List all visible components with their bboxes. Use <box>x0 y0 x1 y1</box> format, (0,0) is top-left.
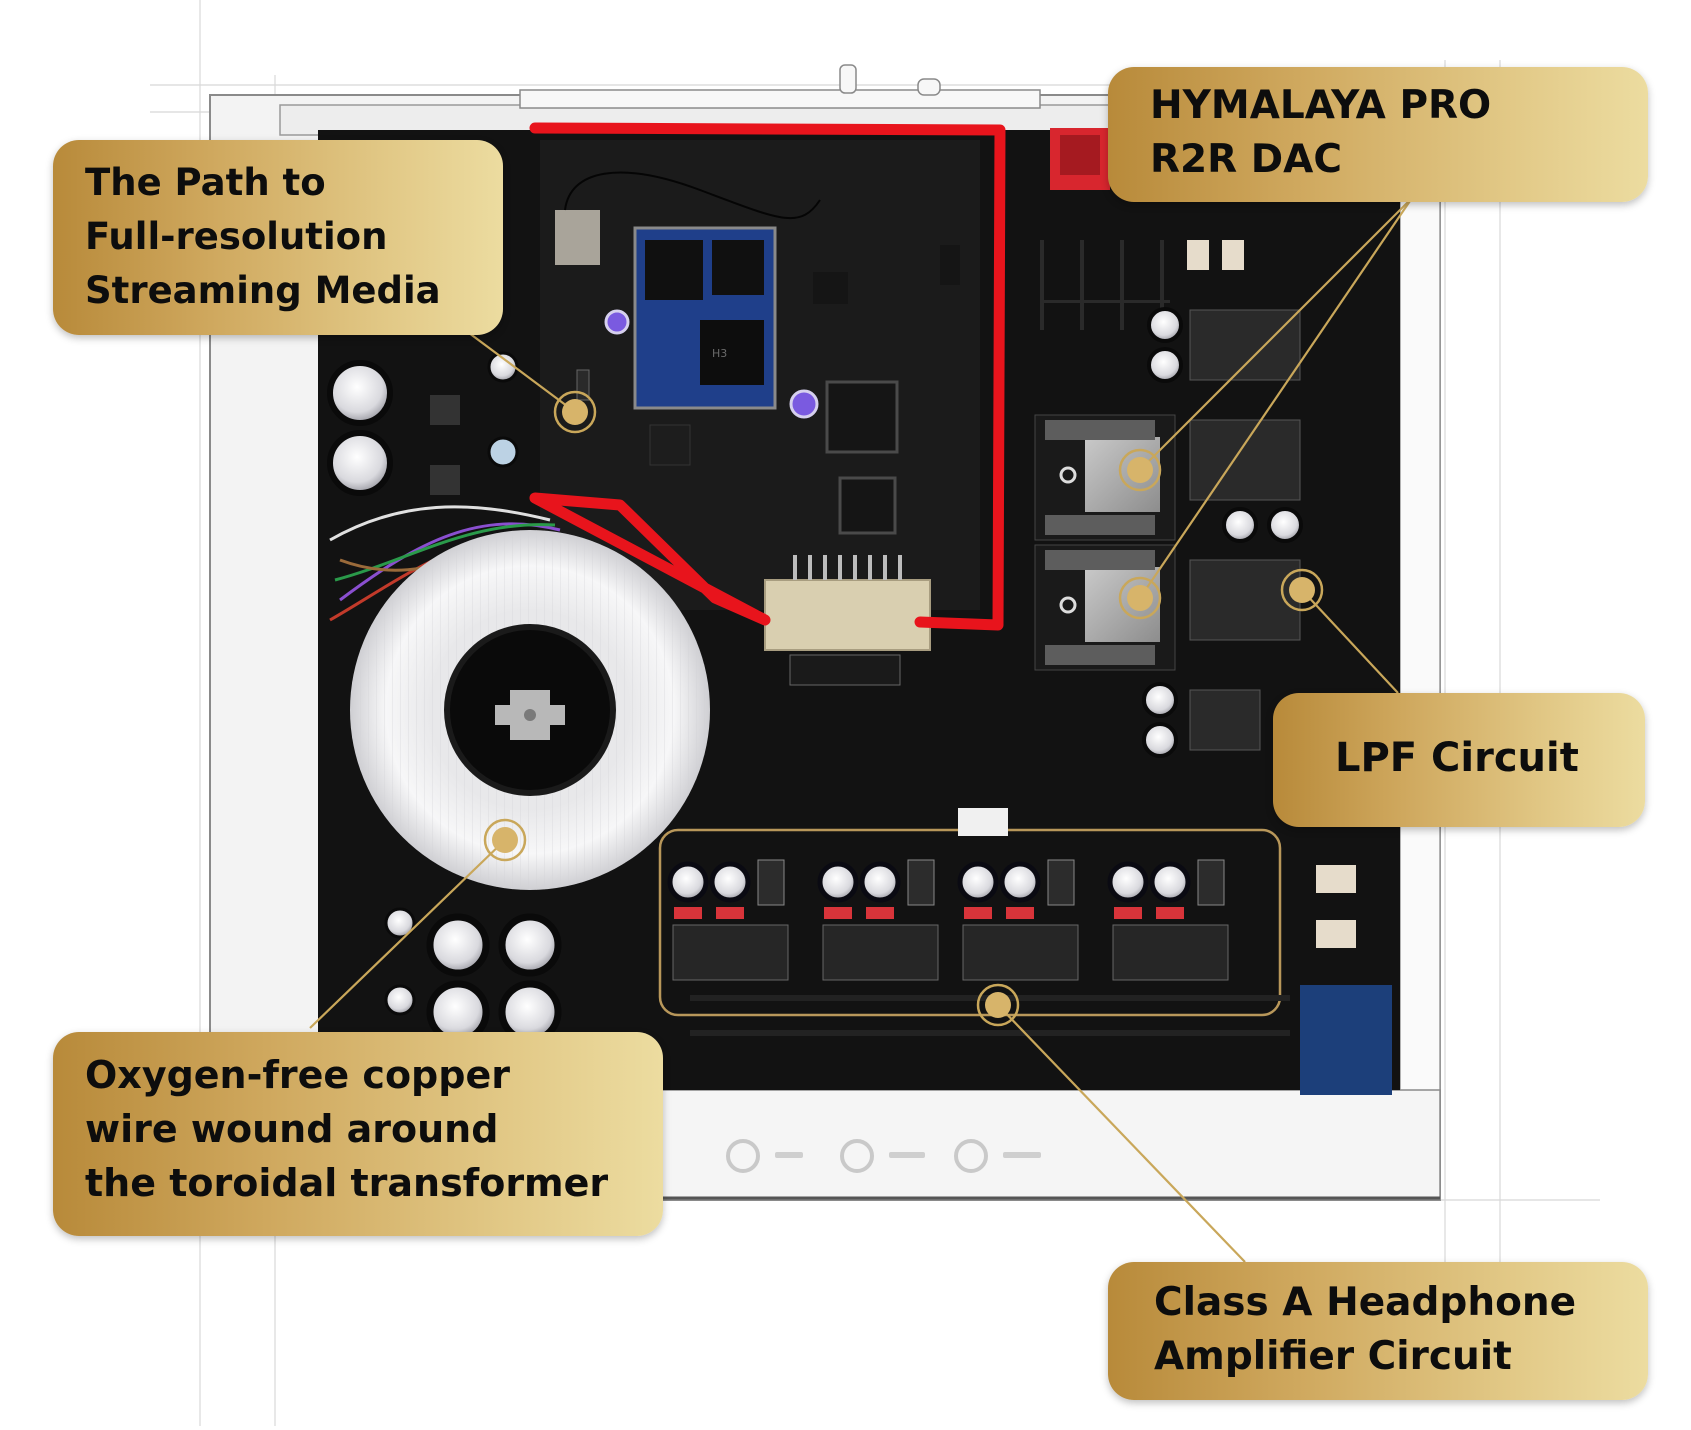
callout-headphone-line-2: Amplifier Circuit <box>1154 1334 1512 1379</box>
amp-opamp <box>1197 859 1225 906</box>
blue-component <box>1300 985 1392 1095</box>
front-button-2 <box>840 1139 874 1173</box>
amp-capacitor <box>709 861 751 903</box>
pcb-dot-texture <box>1040 240 1170 330</box>
callout-copper-line-2: wire wound around <box>85 1107 499 1151</box>
callout-leader-lines <box>309 197 1413 1263</box>
front-panel-buttons <box>726 1139 1041 1173</box>
wifi-module <box>555 210 600 265</box>
power-supply-capacitors <box>327 351 562 1044</box>
callout-streaming-line-3: Streaming Media <box>85 269 441 312</box>
amp-red-film-cap <box>1006 907 1034 919</box>
amp-red-film-cap <box>716 907 744 919</box>
amp-smd-cluster <box>962 924 1079 981</box>
front-button-1-label <box>775 1152 803 1158</box>
amp-capacitor <box>667 861 709 903</box>
amp-channels <box>667 859 1229 981</box>
amp-capacitor <box>1107 861 1149 903</box>
amp-red-film-cap <box>964 907 992 919</box>
amp-red-film-cap <box>1156 907 1184 919</box>
front-button-3-label <box>1003 1152 1041 1158</box>
target-dot-copper <box>483 818 527 862</box>
callout-r2r-dac: HYMALAYA PRO R2R DAC <box>1108 67 1648 202</box>
amp-smd-cluster <box>822 924 939 981</box>
target-dot-dac-2 <box>1118 576 1162 620</box>
amp-channel <box>667 859 789 981</box>
h3-chip-marking: H3 <box>712 347 727 360</box>
amp-channel <box>817 859 939 981</box>
amp-smd-cluster <box>1112 924 1229 981</box>
callout-toroidal-transformer: Oxygen-free copper wire wound around the… <box>53 1032 663 1236</box>
leader-dac-1 <box>1139 197 1413 471</box>
front-button-3 <box>954 1139 988 1173</box>
target-dot-streaming <box>553 390 597 434</box>
callout-dac-line-1: HYMALAYA PRO <box>1150 83 1492 128</box>
callout-lpf-circuit: LPF Circuit <box>1273 693 1645 827</box>
front-button-1 <box>726 1139 760 1173</box>
callout-streaming-media: The Path to Full-resolution Streaming Me… <box>53 140 503 335</box>
ribbon-connector <box>764 579 931 651</box>
leader-dac-2 <box>1139 197 1413 599</box>
amp-red-film-cap <box>1114 907 1142 919</box>
callout-copper-line-1: Oxygen-free copper <box>85 1053 510 1097</box>
headphone-amp-section <box>658 808 1290 1036</box>
red-highlight-outline <box>529 122 1006 631</box>
amp-opamp <box>757 859 785 906</box>
leader-copper <box>309 839 506 1029</box>
target-dot-lpf <box>1280 568 1324 612</box>
amp-red-film-cap <box>824 907 852 919</box>
antenna-cable <box>564 171 821 220</box>
leader-streaming <box>464 329 576 413</box>
callout-streaming-line-2: Full-resolution <box>85 215 388 258</box>
amp-capacitor <box>957 861 999 903</box>
callout-copper-line-3: the toroidal transformer <box>85 1161 609 1205</box>
small-connector <box>958 808 1008 836</box>
r2r-dac-modules <box>1034 240 1244 671</box>
h3-chip <box>700 320 764 385</box>
amp-opamp <box>907 859 935 906</box>
amp-capacitor <box>817 861 859 903</box>
amp-capacitor <box>859 861 901 903</box>
leader-headphone <box>997 1004 1246 1263</box>
toroidal-transformer <box>350 530 710 890</box>
target-dot-dac-1 <box>1118 448 1162 492</box>
callout-headphone-line-1: Class A Headphone <box>1154 1280 1577 1325</box>
amp-opamp <box>1047 859 1075 906</box>
callout-headphone-amplifier: Class A Headphone Amplifier Circuit <box>1108 1262 1648 1400</box>
callout-lpf-line-1: LPF Circuit <box>1335 735 1579 781</box>
amp-capacitor <box>999 861 1041 903</box>
target-dot-headphone <box>976 983 1020 1027</box>
amp-channel <box>1107 859 1229 981</box>
amp-red-film-cap <box>674 907 702 919</box>
amp-smd-cluster <box>672 924 789 981</box>
callout-target-dots <box>483 390 1324 1027</box>
leader-lpf <box>1301 589 1399 694</box>
callout-streaming-line-1: The Path to <box>85 161 326 204</box>
amp-channel <box>957 859 1079 981</box>
front-button-2-label <box>889 1152 925 1158</box>
amp-capacitor <box>1149 861 1191 903</box>
callout-dac-line-2: R2R DAC <box>1150 137 1342 182</box>
amp-red-film-cap <box>866 907 894 919</box>
lpf-section <box>1142 307 1392 1095</box>
streaming-module-board: H3 <box>540 140 980 686</box>
